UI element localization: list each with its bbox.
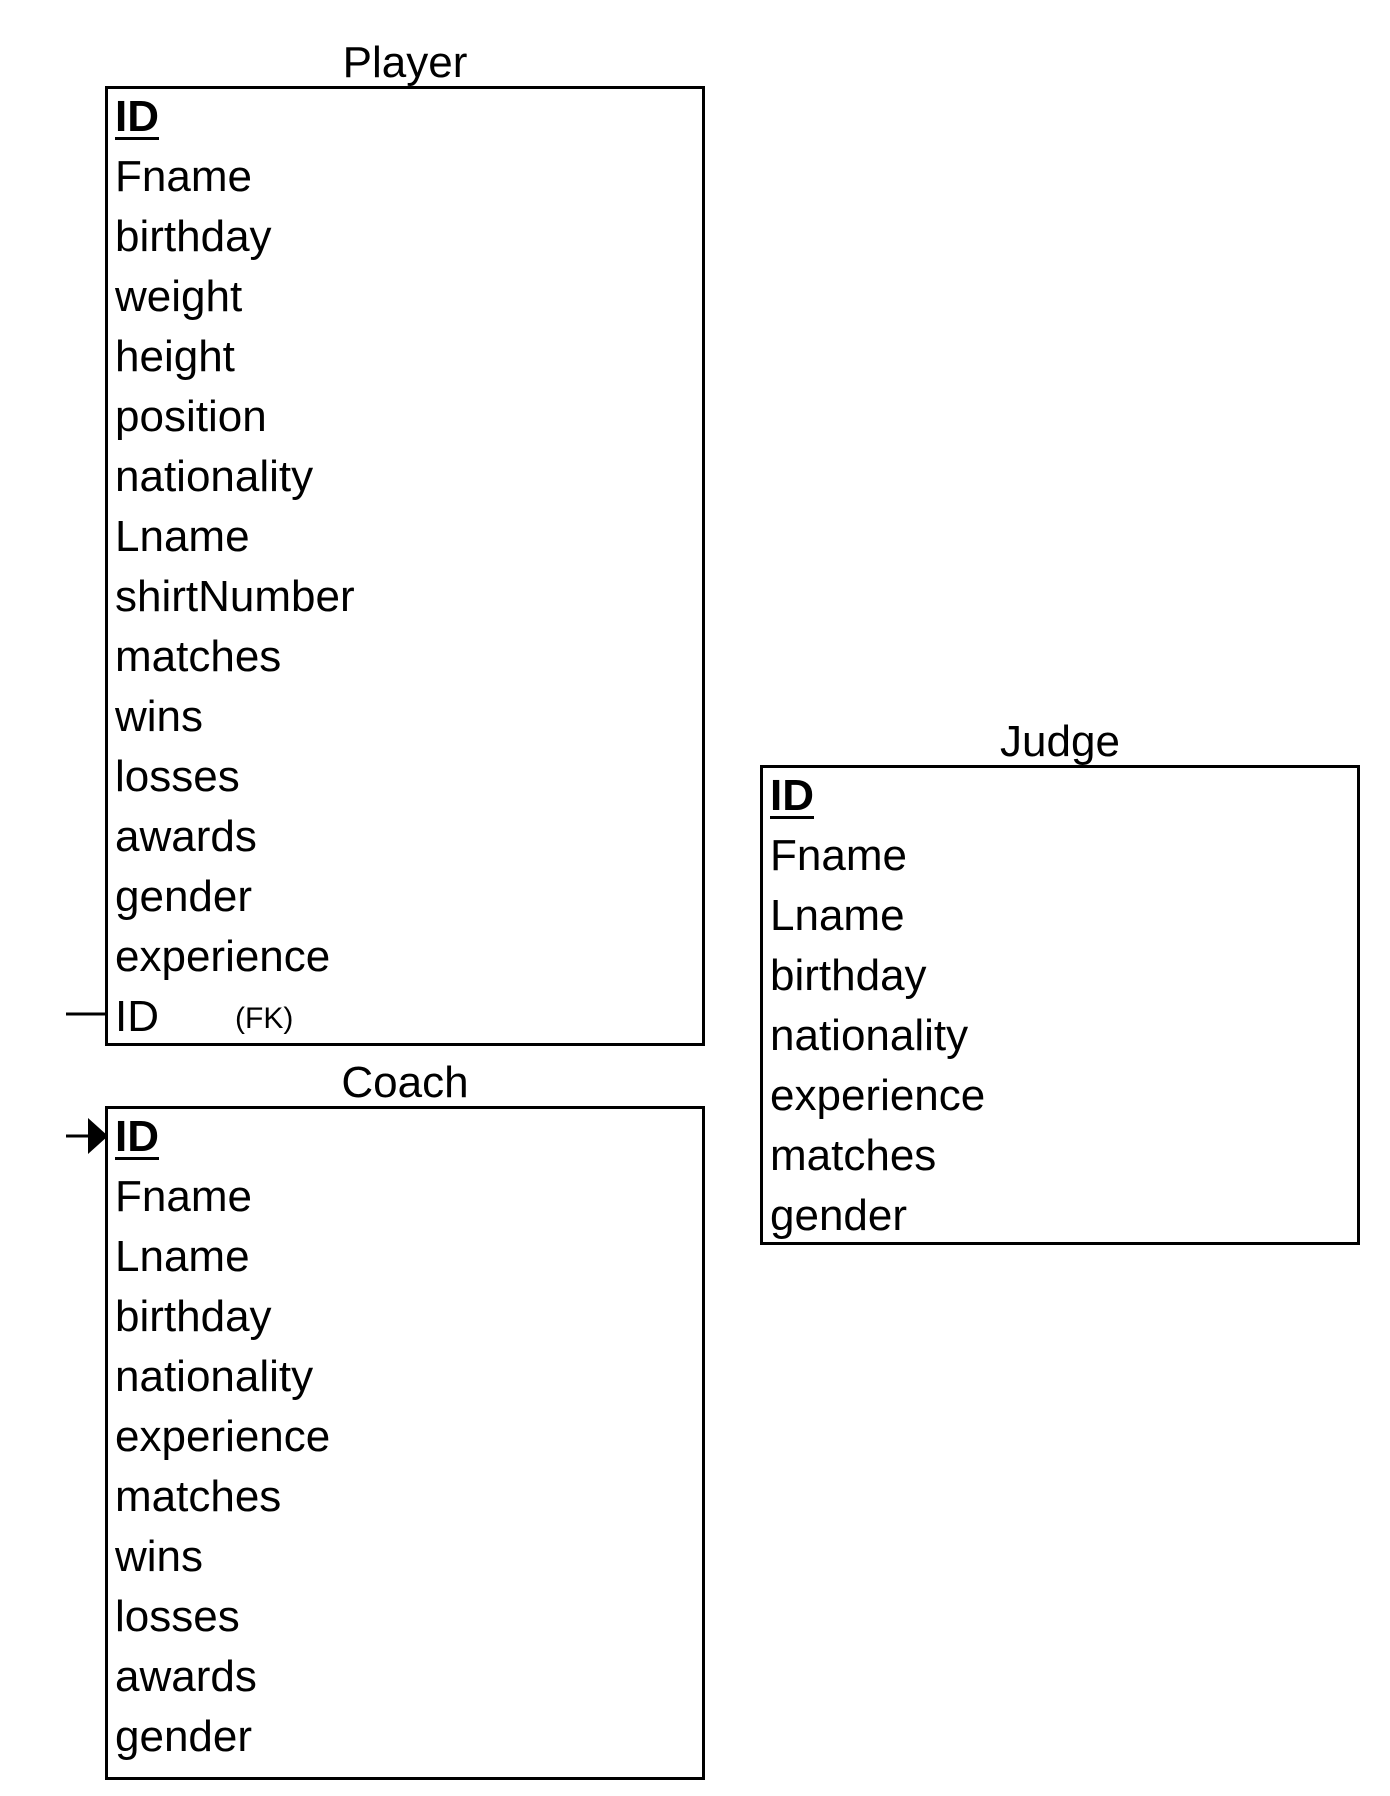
coach-attr-experience: experience	[115, 1412, 331, 1461]
player-attr-fname: Fname	[115, 152, 252, 201]
player-attr-wins: wins	[115, 692, 204, 741]
coach-attr-nationality: nationality	[115, 1352, 314, 1401]
player-attr-nationality: nationality	[115, 452, 314, 501]
coach-attr-lname: Lname	[115, 1232, 250, 1281]
judge-attr-id-pk: ID	[770, 771, 814, 820]
judge-attr-gender: gender	[770, 1191, 908, 1240]
player-entity-box: ID Fname birthday weight height position…	[105, 86, 705, 1046]
player-entity-title: Player	[342, 38, 468, 87]
player-attr-birthday: birthday	[115, 212, 272, 261]
coach-entity-title: Coach	[341, 1058, 469, 1107]
judge-attr-fname: Fname	[770, 831, 907, 880]
player-attr-matches: matches	[115, 632, 282, 681]
coach-attr-birthday: birthday	[115, 1292, 272, 1341]
judge-attr-experience: experience	[770, 1071, 986, 1120]
player-attr-position: position	[115, 392, 267, 441]
coach-attr-awards: awards	[115, 1652, 257, 1701]
judge-entity-box: ID Fname Lname birthday nationality expe…	[760, 765, 1360, 1245]
player-attr-losses: losses	[115, 752, 240, 801]
judge-attr-lname: Lname	[770, 891, 905, 940]
coach-attr-wins: wins	[115, 1532, 204, 1581]
player-attr-lname: Lname	[115, 512, 250, 561]
coach-attr-id-pk: ID	[115, 1112, 159, 1161]
player-attr-awards: awards	[115, 812, 257, 861]
judge-entity-title: Judge	[1000, 717, 1120, 766]
player-fk-note: (FK)	[235, 1002, 294, 1035]
coach-attr-losses: losses	[115, 1592, 240, 1641]
judge-attr-nationality: nationality	[770, 1011, 969, 1060]
judge-attr-birthday: birthday	[770, 951, 927, 1000]
player-attr-experience: experience	[115, 932, 331, 981]
judge-attr-matches: matches	[770, 1131, 937, 1180]
player-attr-gender: gender	[115, 872, 253, 921]
player-attr-id-pk: ID	[115, 92, 159, 141]
player-attr-id-fk: ID	[115, 992, 159, 1041]
player-attr-shirtnumber: shirtNumber	[115, 572, 355, 621]
coach-entity-box: ID Fname Lname birthday nationality expe…	[105, 1106, 705, 1780]
player-attr-weight: weight	[115, 272, 243, 321]
coach-attr-gender: gender	[115, 1712, 253, 1761]
coach-attr-matches: matches	[115, 1472, 282, 1521]
player-attr-height: height	[115, 332, 235, 381]
coach-attr-fname: Fname	[115, 1172, 252, 1221]
